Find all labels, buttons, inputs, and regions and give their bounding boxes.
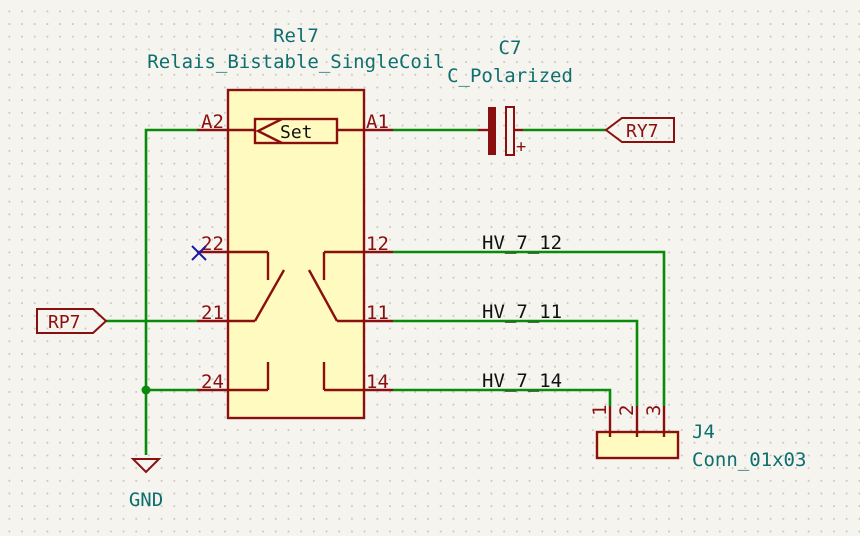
pin-label-11: 11 [366,302,389,324]
coil-set-box: Set [253,117,339,145]
label-rp7-text: RP7 [48,312,81,333]
net-hv-7-14: HV_7_14 [482,370,562,392]
contact-set-11 [307,252,339,390]
pin-label-21: 21 [201,302,224,324]
connector-pin-label-2: 2 [616,405,638,416]
pin-label-22: 22 [201,233,224,255]
pin-label-a2: A2 [201,111,224,133]
no-connect-marker [191,245,207,261]
junction-dot [141,385,151,395]
coil-label: Set [280,122,313,143]
capacitor-value: C_Polarized [447,65,573,87]
pin-label-14: 14 [366,371,389,393]
gnd-symbol[interactable]: GND [129,458,163,511]
connector-reference: J4 [692,421,715,443]
relay-value: Relais_Bistable_SingleCoil [147,51,444,73]
gnd-label: GND [129,489,163,511]
capacitor-c7[interactable]: + C7 C_Polarized [447,37,573,157]
connector-value: Conn_01x03 [692,449,806,471]
pin-label-a1: A1 [366,111,389,133]
capacitor-polarity: + [516,137,526,157]
label-rp7[interactable]: RP7 [36,308,108,334]
pin-label-12: 12 [366,233,389,255]
contact-set-21 [253,252,286,390]
capacitor-plate-positive [505,106,515,156]
relay-rel7[interactable]: Set A2 A1 22 21 24 12 11 14 Rel7 Relais_… [147,25,445,420]
relay-body [226,88,366,420]
connector-pin-label-3: 3 [643,405,665,416]
pin-label-24: 24 [201,371,224,393]
wire-a2-to-gnd[interactable] [144,128,197,455]
label-ry7-text: RY7 [626,121,659,142]
capacitor-plate-negative [488,107,496,155]
label-ry7[interactable]: RY7 [604,117,675,143]
wire-hv-7-11[interactable] [393,319,639,406]
connector-pin-label-1: 1 [589,405,611,416]
relay-reference: Rel7 [273,25,319,47]
wires [106,128,666,455]
net-hv-7-11: HV_7_11 [482,301,562,323]
capacitor-reference: C7 [499,37,522,59]
connector-j4[interactable]: 1 2 3 J4 Conn_01x03 [589,405,806,471]
wire-hv-7-12[interactable] [393,250,666,406]
wire-hv-7-14[interactable] [393,388,612,406]
net-hv-7-12: HV_7_12 [482,232,562,254]
